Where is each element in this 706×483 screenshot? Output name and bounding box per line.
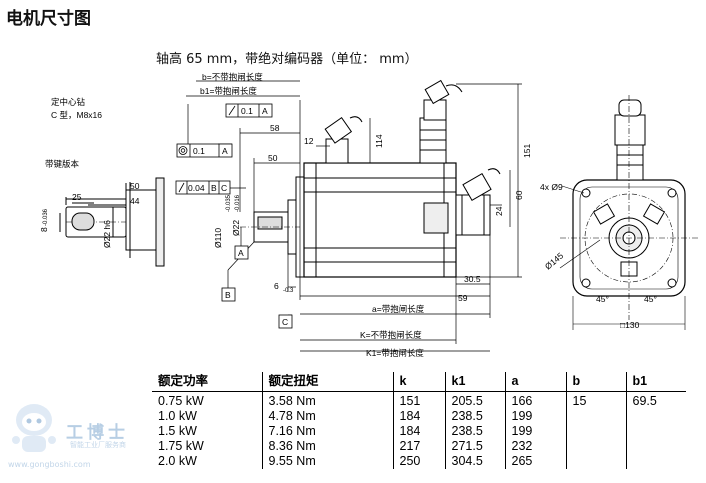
- header-rated-power: 额定功率: [152, 372, 262, 392]
- b-description: b=不带抱闸长度: [202, 72, 263, 82]
- cell-b: 15: [565, 391, 626, 469]
- cell-a: 166: [504, 391, 566, 409]
- cell-k1: 205.5: [444, 391, 505, 409]
- cell-power: 1.0 kW: [158, 409, 197, 423]
- center-drill-note: 定中心钻: [51, 97, 86, 107]
- dim-6-tol: -0.3: [283, 288, 294, 294]
- dim-151: 151: [522, 144, 532, 158]
- watermark-url: www.gongboshi.com: [8, 460, 91, 469]
- dim-30-5: 30.5: [464, 274, 481, 284]
- cell-a: 232: [504, 439, 566, 454]
- angle-left: 45°: [596, 294, 609, 304]
- keyed-shaft-diameter: Ø22 h6: [102, 220, 112, 248]
- motor-front-view: [559, 95, 700, 330]
- header-b1: b1: [625, 372, 686, 392]
- flange-size: □130: [620, 320, 640, 330]
- table-row: 1.75 kW 8.36 Nm 217 271.5 232: [152, 439, 686, 454]
- conc-tolerance: 0.1: [193, 146, 205, 156]
- dim-50: 50: [268, 153, 278, 163]
- cell-torque: 7.16 Nm: [261, 424, 393, 439]
- datum-b: B: [225, 290, 231, 300]
- motor-side-view: [240, 79, 501, 278]
- key-width: 25: [72, 192, 82, 202]
- table-row: 2.0 kW 9.55 Nm 250 304.5 265: [152, 454, 686, 469]
- cell-torque: 8.36 Nm: [261, 439, 393, 454]
- k-description: K=不带抱闸长度: [360, 330, 422, 340]
- conc-datum: A: [222, 146, 228, 156]
- datum-a: A: [238, 248, 244, 258]
- watermark-subtitle: 智能工业厂服务商: [70, 441, 126, 449]
- cell-k1: 238.5: [444, 409, 505, 424]
- datum-c: C: [282, 317, 288, 327]
- cell-power: 0.75 kW: [158, 394, 204, 408]
- keyed-version-note: 带键版本: [45, 159, 80, 169]
- motor-dimension-drawing: 定中心钻 C 型，M8x16 带键版本 b=不带抱闸长度 b1=带抱闸长度 a=…: [39, 72, 700, 358]
- pilot-tolerance: -0.035: [226, 194, 232, 212]
- c-type-note: C 型，M8x16: [51, 110, 102, 120]
- dim-114: 114: [374, 134, 384, 148]
- cell-power: 2.0 kW: [158, 454, 197, 468]
- watermark: 工博士 智能工业厂服务商 www.gongboshi.com: [6, 400, 136, 470]
- dim-12: 12: [304, 136, 314, 146]
- table-row: 0.75 kW 3.58 Nm 151 205.5 166 15 69.5: [152, 391, 686, 469]
- cell-k1: 238.5: [444, 424, 505, 439]
- runout-datum-b: B: [211, 183, 217, 193]
- cell-k: 151: [392, 391, 445, 409]
- cell-torque: 4.78 Nm: [261, 409, 393, 424]
- key-length: 50: [130, 181, 140, 191]
- cell-k: 250: [392, 454, 445, 469]
- k1-description: K1=带抱闸长度: [366, 348, 424, 358]
- header-rated-torque: 额定扭矩: [261, 372, 393, 392]
- cell-power: 1.5 kW: [158, 424, 197, 438]
- robot-mascot-icon: [12, 404, 56, 452]
- cell-a: 199: [504, 424, 566, 439]
- table-header-row: 额定功率 额定扭矩 k k1 a b b1: [152, 372, 686, 392]
- cell-k: 217: [392, 439, 445, 454]
- dim-6: 6: [274, 281, 279, 291]
- header-b: b: [565, 372, 626, 392]
- key-height-tol: -0.036: [43, 208, 49, 226]
- page-title: 电机尺寸图: [6, 9, 91, 29]
- cell-power: 1.75 kW: [158, 439, 204, 453]
- angle-right: 45°: [644, 294, 657, 304]
- shaft-tolerance: -0.016: [235, 194, 241, 212]
- shaft-diameter: Ø22: [231, 220, 241, 236]
- cell-a: 199: [504, 409, 566, 424]
- perp-datum: A: [262, 106, 268, 116]
- watermark-brand: 工博士: [66, 423, 129, 443]
- key-height: 8: [39, 227, 49, 232]
- b1-description: b1=带抱闸长度: [200, 86, 257, 96]
- cell-torque: 9.55 Nm: [261, 454, 393, 469]
- runout-tolerance: 0.04: [188, 183, 205, 193]
- cell-k: 184: [392, 424, 445, 439]
- cell-a: 265: [504, 454, 566, 469]
- dim-24: 24: [494, 206, 504, 216]
- header-k: k: [392, 372, 445, 392]
- dim-58: 58: [270, 123, 280, 133]
- dim-60: 60: [514, 190, 524, 200]
- pilot-diameter: Ø110: [213, 228, 223, 248]
- header-a: a: [504, 372, 566, 392]
- pitch-circle: Ø145: [543, 250, 566, 271]
- header-k1: k1: [444, 372, 505, 392]
- runout-datum-c: C: [221, 183, 227, 193]
- perp-tolerance: 0.1: [241, 106, 253, 116]
- keyed-shaft-view: [59, 177, 165, 267]
- mounting-holes: 4x Ø9: [540, 182, 563, 192]
- cell-k: 184: [392, 409, 445, 424]
- key-offset: 44: [130, 196, 140, 206]
- table-row: 1.5 kW 7.16 Nm 184 238.5 199: [152, 424, 686, 439]
- cell-torque: 3.58 Nm: [261, 391, 393, 409]
- a-description: a=带抱闸长度: [372, 304, 425, 314]
- cell-k1: 271.5: [444, 439, 505, 454]
- motor-spec-table: 额定功率 额定扭矩 k k1 a b b1 0.75 kW 3.58 Nm 15…: [152, 372, 686, 469]
- dim-59: 59: [458, 293, 468, 303]
- table-row: 1.0 kW 4.78 Nm 184 238.5 199: [152, 409, 686, 424]
- cell-k1: 304.5: [444, 454, 505, 469]
- drawing-subtitle: 轴高 65 mm，带绝对编码器（单位： mm）: [156, 52, 418, 67]
- cell-b1: 69.5: [625, 391, 686, 469]
